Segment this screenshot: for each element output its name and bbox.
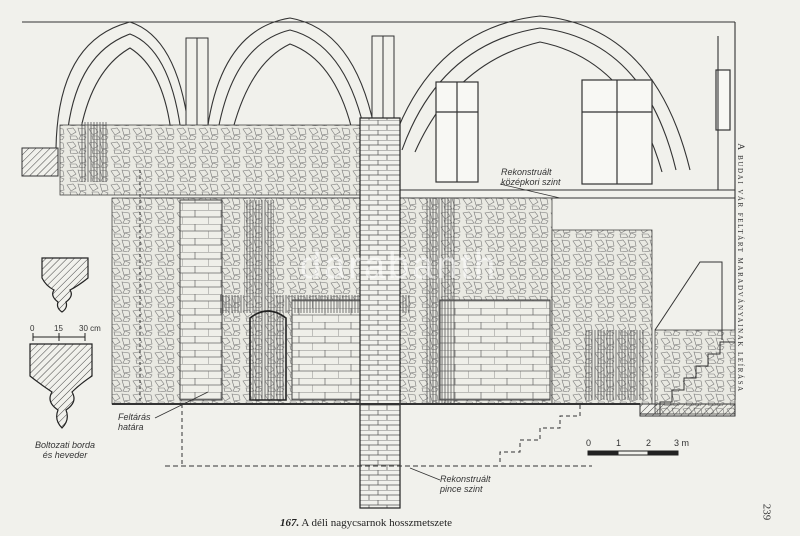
ashlar-face-left	[179, 199, 223, 401]
shaded-bands	[80, 122, 645, 403]
central-pier	[359, 117, 401, 509]
profile-scale-0: 0	[30, 324, 35, 333]
windows	[435, 69, 731, 185]
main-scale-bar	[587, 450, 679, 456]
label-line: Feltárás	[118, 412, 151, 422]
doorway	[249, 310, 287, 401]
caption-text: A déli nagycsarnok hosszmetszete	[301, 517, 453, 529]
profile-scale-15: 15	[54, 324, 63, 333]
scale-tick-2: 2	[646, 438, 652, 448]
left-wall-section	[21, 147, 59, 177]
figure-caption: 167. A déli nagycsarnok hosszmetszete	[280, 517, 452, 529]
label-reconstructed-medieval: Rekonstruált középkori szint	[501, 167, 561, 187]
label-reconstructed-cellar: Rekonstruált pince szint	[440, 474, 491, 494]
label-line: Rekonstruált	[501, 167, 552, 177]
label-rib: Boltozati borda és heveder	[30, 440, 100, 460]
watermark: darabanth	[300, 245, 499, 287]
leader-lines	[154, 183, 561, 481]
vault-arches	[22, 15, 735, 173]
label-line: pince szint	[440, 484, 483, 494]
ashlar-face-mid	[291, 299, 361, 401]
label-line: határa	[118, 422, 144, 432]
profile-scale-bar	[32, 333, 86, 341]
page-number: 239	[760, 503, 773, 521]
caption-number: 167.	[280, 517, 300, 529]
scale-tick-1: 1	[616, 438, 622, 448]
far-right-masonry	[654, 329, 736, 415]
label-line: és heveder	[42, 450, 88, 460]
label-excavation-limit: Feltárás határa	[118, 412, 151, 432]
profile-scale-30: 30 cm	[79, 324, 101, 333]
label-line: Boltozati borda	[34, 440, 96, 450]
upper-rubble-wall	[59, 124, 371, 196]
level-lines	[112, 170, 640, 467]
scale-tick-0: 0	[586, 438, 592, 448]
label-line: Rekonstruált	[440, 474, 491, 484]
label-line: középkori szint	[501, 177, 561, 187]
running-head: A budai vár feltárt maradványainak leírá…	[735, 143, 745, 393]
ashlar-face-right	[439, 299, 551, 401]
stairs	[639, 261, 736, 417]
scale-tick-3: 3 m	[674, 438, 690, 448]
rib-profile-large	[29, 343, 93, 429]
rib-profile-small	[41, 257, 89, 313]
